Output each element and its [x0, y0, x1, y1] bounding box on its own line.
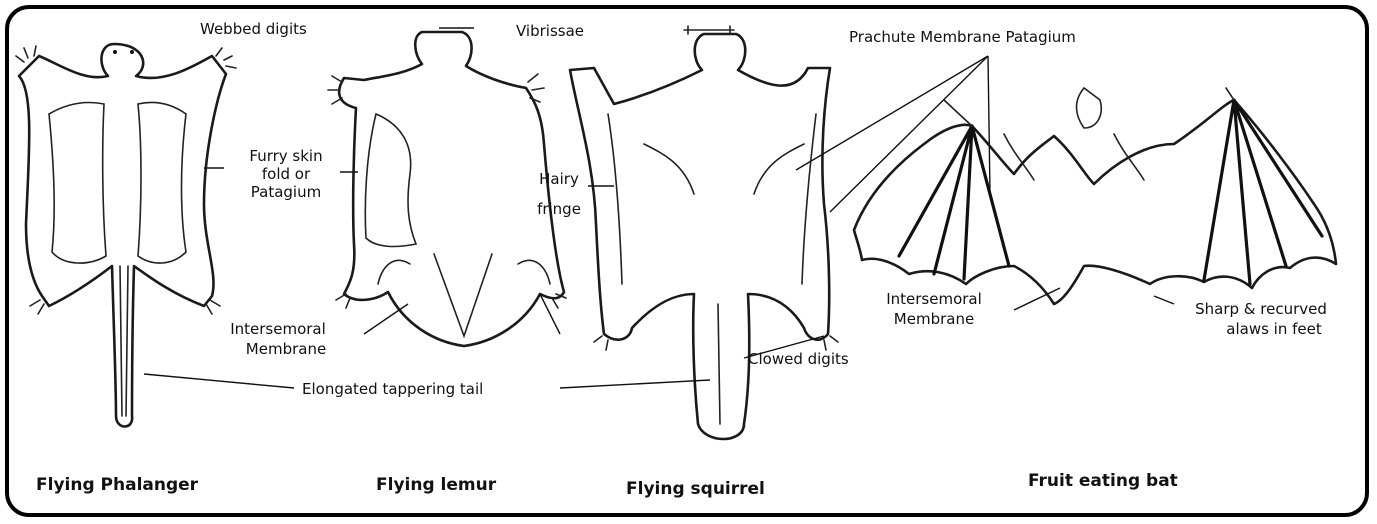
- label-intersemoral-line2: Membrane: [246, 340, 326, 358]
- caption-flying-squirrel: Flying squirrel: [626, 479, 765, 499]
- label-bat-intersemoral-line2: Membrane: [894, 310, 974, 328]
- label-webbed-digits: Webbed digits: [200, 20, 307, 38]
- label-hairy-fringe-line2: fringe: [537, 200, 581, 218]
- gliding-mammals-diagram: Webbed digits Vibrissae Prachute Membran…: [4, 4, 1370, 518]
- label-furry-skin-line3: Patagium: [251, 183, 321, 201]
- caption-flying-phalanger: Flying Phalanger: [36, 475, 199, 495]
- label-hairy-fringe-line1: Hairy: [539, 170, 579, 188]
- label-furry-skin-line2: fold or: [262, 165, 311, 183]
- caption-fruit-eating-bat: Fruit eating bat: [1028, 471, 1178, 491]
- label-vibrissae: Vibrissae: [516, 22, 584, 40]
- label-prachute-membrane: Prachute Membrane Patagium: [849, 28, 1076, 46]
- caption-flying-lemur: Flying lemur: [376, 475, 497, 495]
- label-clowed-digits: Clowed digits: [748, 350, 849, 368]
- label-furry-skin-line1: Furry skin: [249, 147, 322, 165]
- label-elongated-tail: Elongated tappering tail: [302, 380, 483, 398]
- label-sharp-claws-line2: alaws in feet: [1226, 320, 1322, 338]
- label-sharp-claws-line1: Sharp & recurved: [1195, 300, 1327, 318]
- label-intersemoral-line1: Intersemoral: [230, 320, 326, 338]
- label-bat-intersemoral-line1: Intersemoral: [886, 290, 982, 308]
